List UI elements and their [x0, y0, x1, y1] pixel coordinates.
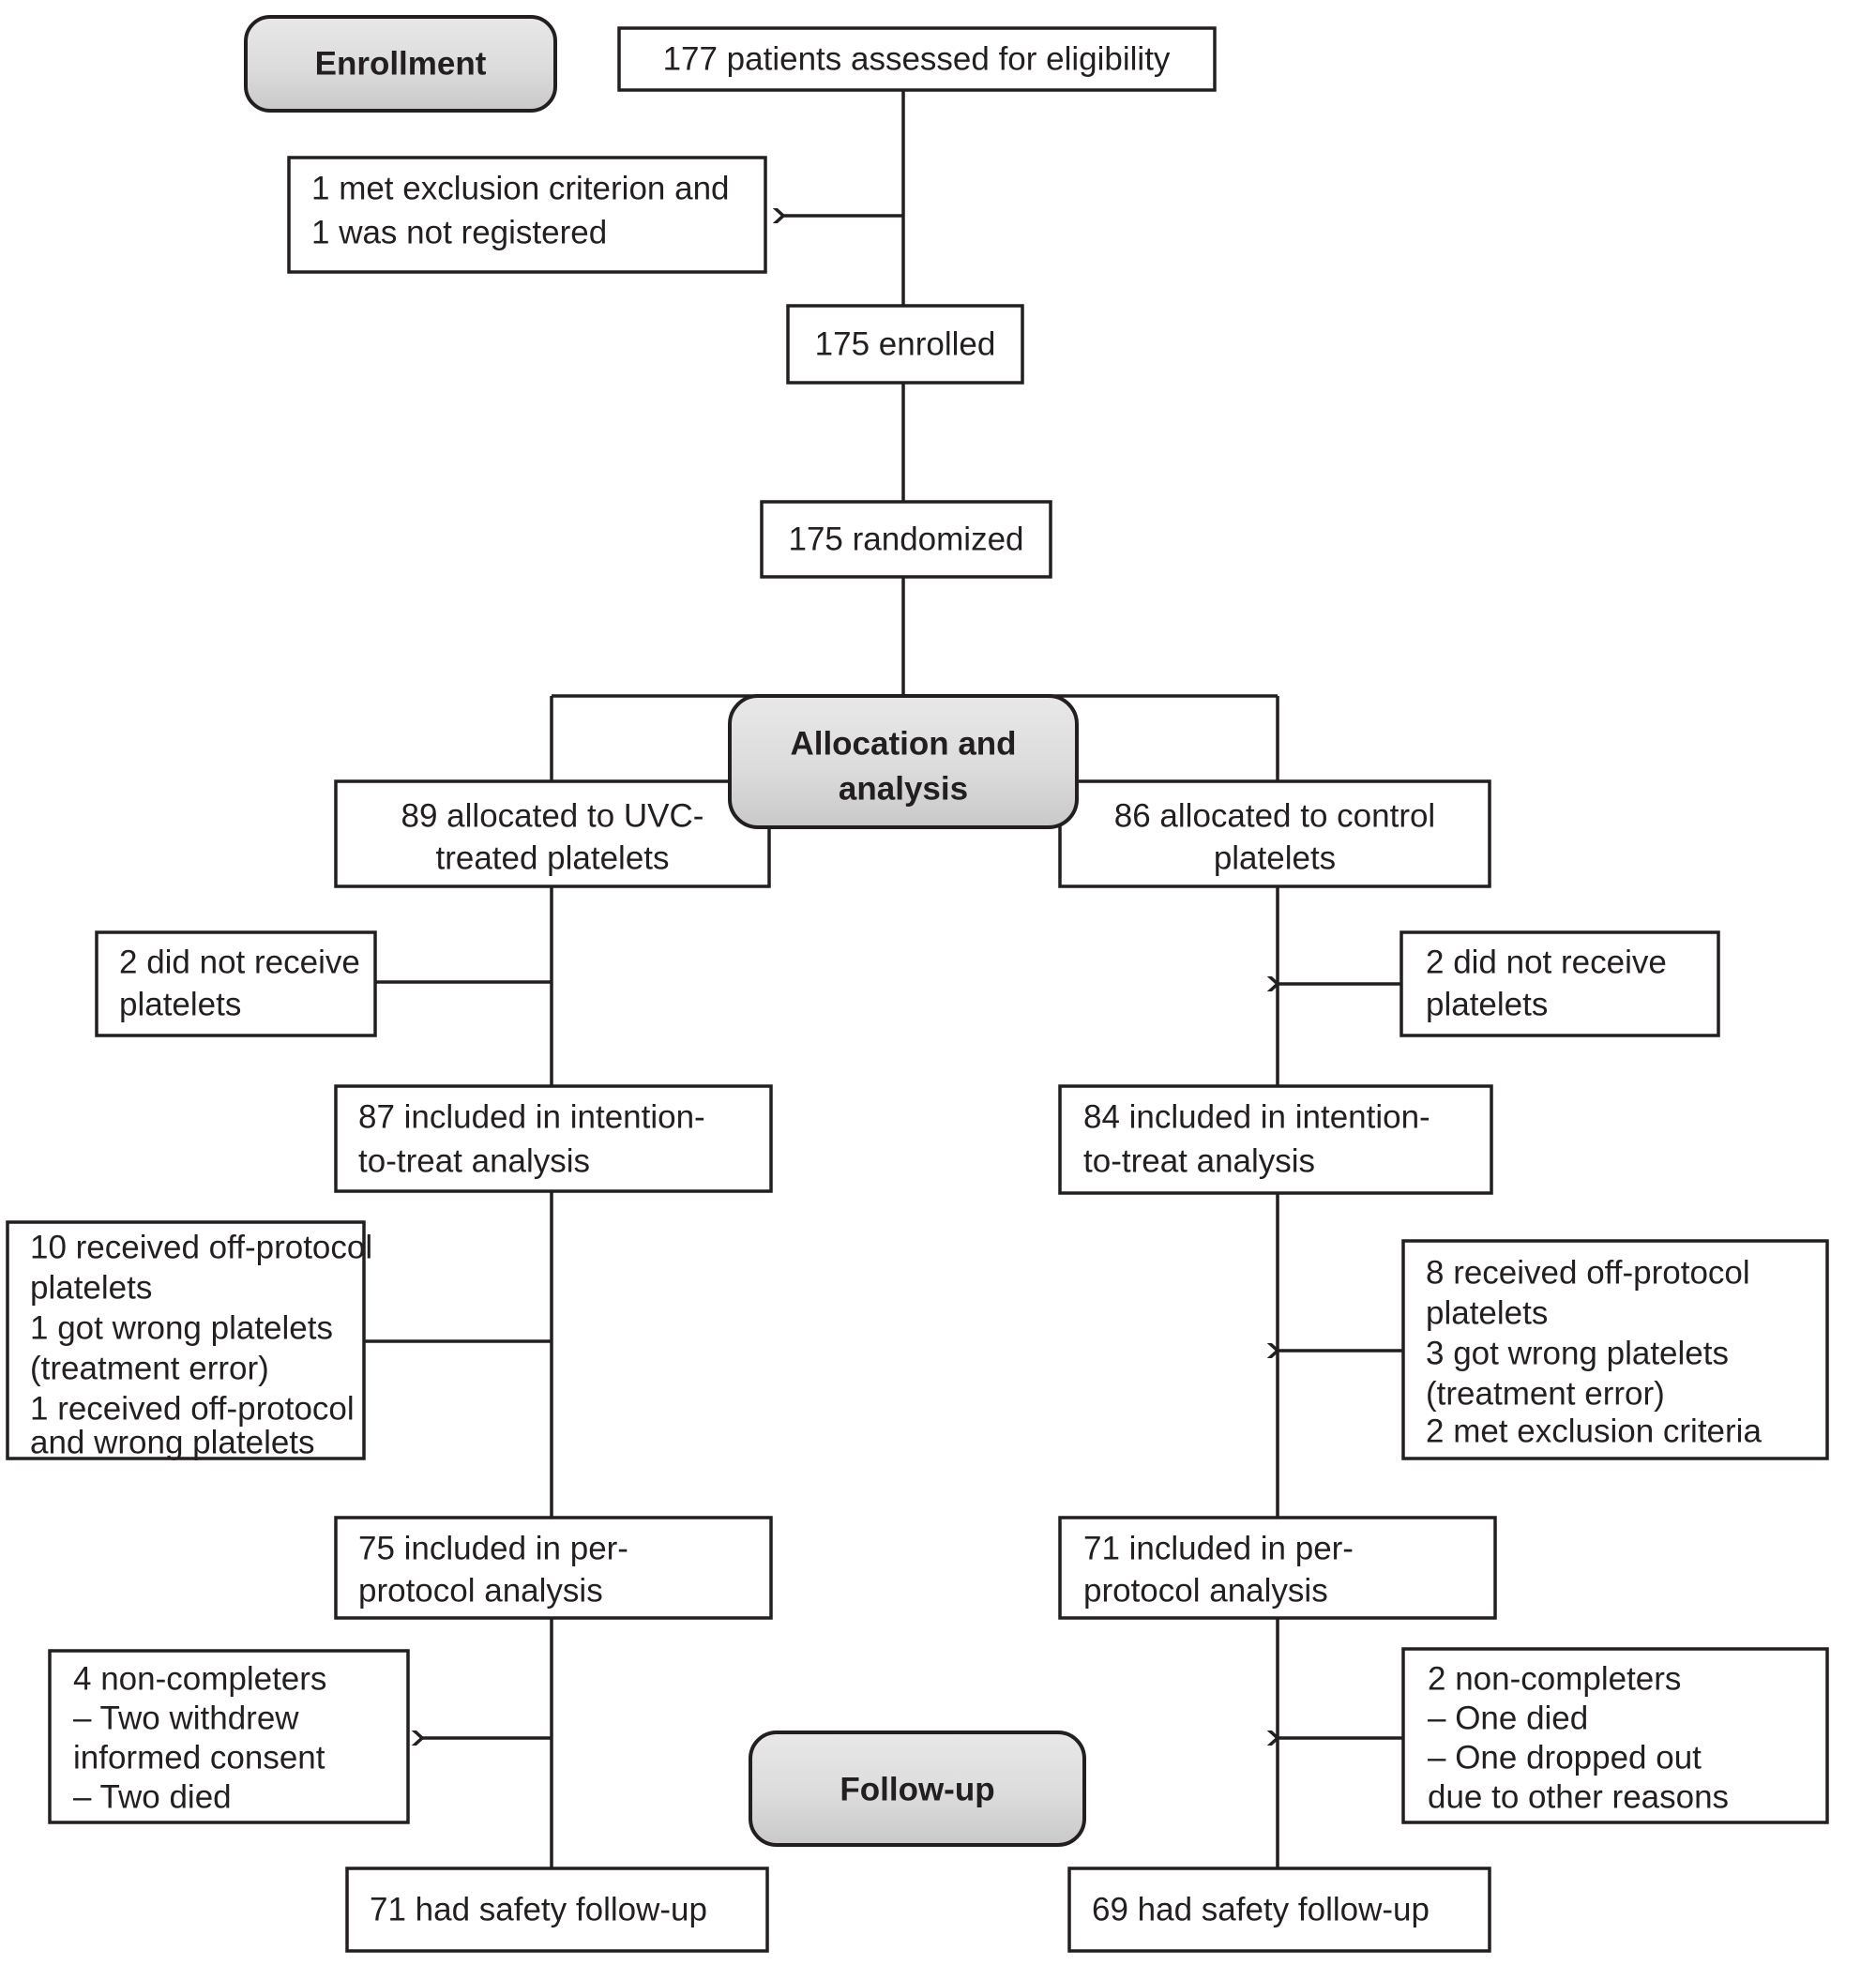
node-allocated-uvc: 89 allocated to UVC- treated platelets — [334, 779, 771, 888]
node-dev-right-line-3: 3 got wrong platelets — [1426, 1335, 1729, 1371]
connector-right-arm — [1278, 886, 1403, 1868]
node-allocated-control: 86 allocated to control platelets — [1058, 779, 1491, 888]
node-noncomp-right-line-2: – One died — [1428, 1700, 1588, 1736]
node-itt-left: 87 included in intention- to-treat analy… — [334, 1084, 773, 1193]
stage-label-allocation-line-1: Allocation and — [790, 725, 1016, 762]
node-dev-left-line-3: 1 got wrong platelets — [30, 1309, 333, 1346]
node-noncomp-left-line-3: informed consent — [73, 1739, 325, 1776]
node-dev-left-line-5: 1 received off-protocol — [30, 1390, 355, 1427]
node-safety-follow-up-right: 69 had safety follow-up — [1067, 1867, 1491, 1953]
node-safety-follow-up-left: 71 had safety follow-up — [345, 1867, 769, 1953]
node-not-received-right-line-2: platelets — [1426, 986, 1548, 1022]
node-dev-right-line-1: 8 received off-protocol — [1426, 1254, 1750, 1291]
node-non-completers-left: 4 non-completers – Two withdrew informed… — [48, 1649, 410, 1824]
node-safety-right-line-1: 69 had safety follow-up — [1092, 1891, 1430, 1927]
node-noncomp-right-line-3: – One dropped out — [1428, 1739, 1702, 1776]
stage-badge-allocation: Allocation and analysis — [728, 694, 1079, 829]
node-pp-left-line-2: protocol analysis — [358, 1572, 603, 1609]
node-pp-right-line-1: 71 included in per- — [1083, 1530, 1354, 1566]
node-alloc-left-line-1: 89 allocated to UVC- — [401, 797, 704, 834]
node-randomized: 175 randomized — [760, 500, 1052, 579]
node-noncomp-left-line-4: – Two died — [73, 1778, 232, 1815]
node-excluded-top: 1 met exclusion criterion and 1 was not … — [287, 156, 767, 274]
node-assessed-line-1: 177 patients assessed for eligibility — [663, 40, 1171, 77]
connector-assessed-to-enrolled — [783, 90, 903, 306]
node-alloc-right-line-1: 86 allocated to control — [1114, 797, 1435, 834]
node-itt-left-line-1: 87 included in intention- — [358, 1098, 705, 1135]
node-enrolled-line-1: 175 enrolled — [815, 325, 996, 362]
node-non-completers-right: 2 non-completers – One died – One droppe… — [1401, 1647, 1829, 1824]
node-safety-left-line-1: 71 had safety follow-up — [370, 1891, 707, 1927]
node-did-not-receive-left: 2 did not receive platelets — [95, 930, 377, 1037]
node-not-received-left-line-1: 2 did not receive — [119, 944, 360, 980]
node-dev-left-line-2: platelets — [30, 1269, 152, 1306]
node-enrolled: 175 enrolled — [786, 304, 1024, 385]
node-pp-right-line-2: protocol analysis — [1083, 1572, 1328, 1609]
node-alloc-left-line-2: treated platelets — [435, 839, 669, 876]
node-itt-right: 84 included in intention- to-treat analy… — [1058, 1084, 1493, 1195]
node-randomized-line-1: 175 randomized — [789, 521, 1024, 557]
node-noncomp-left-line-1: 4 non-completers — [73, 1660, 326, 1697]
stage-label-allocation-line-2: analysis — [839, 770, 968, 807]
node-per-protocol-right: 71 included in per- protocol analysis — [1058, 1516, 1497, 1620]
node-itt-left-line-2: to-treat analysis — [358, 1142, 590, 1179]
node-pp-left-line-1: 75 included in per- — [358, 1530, 628, 1566]
stage-label-followup: Follow-up — [840, 1771, 994, 1807]
node-protocol-deviations-right: 8 received off-protocol platelets 3 got … — [1401, 1239, 1829, 1460]
node-dev-right-line-4: (treatment error) — [1426, 1375, 1665, 1412]
node-assessed-for-eligibility: 177 patients assessed for eligibility — [617, 26, 1217, 92]
connector-left-arm — [364, 886, 552, 1868]
node-noncomp-right-line-4: due to other reasons — [1428, 1778, 1729, 1815]
stage-badge-followup: Follow-up — [749, 1731, 1086, 1847]
node-alloc-right-line-2: platelets — [1214, 839, 1336, 876]
node-not-received-right-line-1: 2 did not receive — [1426, 944, 1667, 980]
node-excluded-line-2: 1 was not registered — [311, 214, 607, 250]
node-not-received-left-line-2: platelets — [119, 986, 241, 1022]
node-itt-right-line-2: to-treat analysis — [1083, 1142, 1315, 1179]
node-did-not-receive-right: 2 did not receive platelets — [1399, 930, 1720, 1037]
node-noncomp-right-line-1: 2 non-completers — [1428, 1660, 1681, 1697]
node-noncomp-left-line-2: – Two withdrew — [73, 1700, 299, 1736]
node-dev-right-line-2: platelets — [1426, 1294, 1548, 1331]
stage-badge-enrollment: Enrollment — [244, 15, 557, 113]
node-dev-right-line-5: 2 met exclusion criteria — [1426, 1413, 1762, 1449]
node-dev-left-line-4: (treatment error) — [30, 1350, 269, 1386]
node-per-protocol-left: 75 included in per- protocol analysis — [334, 1516, 773, 1620]
node-protocol-deviations-left: 10 received off-protocol platelets 1 got… — [6, 1220, 372, 1460]
node-dev-left-line-6: and wrong platelets — [30, 1424, 315, 1460]
stage-label-enrollment: Enrollment — [315, 45, 487, 82]
node-excluded-line-1: 1 met exclusion criterion and — [311, 170, 730, 206]
node-itt-right-line-1: 84 included in intention- — [1083, 1098, 1430, 1135]
node-dev-left-line-1: 10 received off-protocol — [30, 1229, 372, 1265]
